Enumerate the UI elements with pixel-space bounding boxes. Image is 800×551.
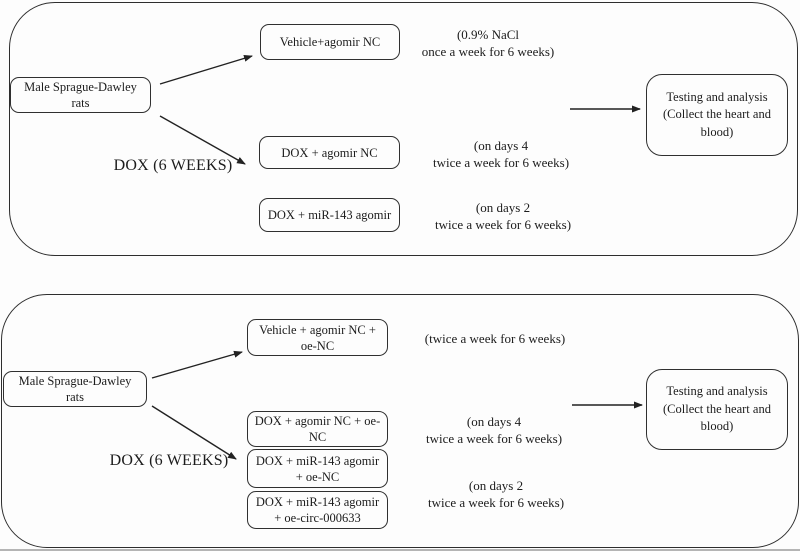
arrow-rats-to-vehicle-group-panel2	[151, 350, 243, 379]
box-source-rats-2: Male Sprague-Dawley rats	[3, 371, 147, 407]
box-label-line: DOX + miR-143 agomir	[255, 495, 380, 509]
box-label-line: Testing and analysis	[666, 89, 768, 104]
box-label-line: (Collect the heart and	[663, 401, 771, 416]
box-dox-mir143-agomir-1: DOX + miR-143 agomir	[259, 198, 400, 232]
arrow-rats-to-dox-groups-panel1	[159, 115, 246, 165]
arrow-rats-to-vehicle-group-panel1	[159, 54, 253, 85]
note-dox-agomir-dosing-1: (on days 4 twice a week for 6 weeks)	[412, 137, 590, 171]
box-label-line: DOX + agomir NC + oe-	[254, 414, 381, 428]
box-label-line: Male Sprague-Dawley	[24, 80, 137, 94]
box-label-line: oe-NC	[300, 338, 335, 353]
dox-duration-label-2: DOX (6 WEEKS)	[109, 452, 229, 469]
note-line: (on days 4	[473, 138, 529, 153]
box-label-line: NC	[308, 430, 327, 444]
note-line: (twice a week for 6 weeks)	[424, 331, 566, 346]
box-dox-mir143-oe-nc-2: DOX + miR-143 agomir + oe-NC	[247, 449, 388, 488]
note-line: once a week for 6 weeks)	[421, 44, 555, 59]
box-testing-analysis-1: Testing and analysis (Collect the heart …	[646, 74, 788, 156]
note-line: (on days 4	[466, 414, 522, 429]
box-label-line: + oe-NC	[295, 469, 340, 484]
box-label-line: Vehicle+agomir NC	[279, 35, 381, 49]
box-label-line: Testing and analysis	[666, 384, 768, 399]
box-label-line: rats	[71, 96, 90, 110]
note-line: twice a week for 6 weeks)	[434, 217, 572, 232]
box-source-rats-1: Male Sprague-Dawley rats	[10, 77, 151, 113]
panel-experiment-2	[1, 294, 799, 548]
box-vehicle-agomir-nc-1: Vehicle+agomir NC	[260, 24, 400, 60]
panel-experiment-1	[9, 2, 798, 256]
box-testing-analysis-2: Testing and analysis (Collect the heart …	[646, 369, 788, 450]
box-dox-mir143-oe-circ-000633-2: DOX + miR-143 agomir + oe-circ-000633	[247, 491, 388, 529]
note-dox-mir143-dosing-2: (on days 2 twice a week for 6 weeks)	[407, 477, 585, 511]
box-label-line: blood)	[700, 419, 734, 434]
note-line: twice a week for 6 weeks)	[432, 155, 570, 170]
box-label-line: + oe-circ-000633	[274, 511, 361, 525]
box-label-line: Vehicle + agomir NC +	[259, 322, 376, 337]
dox-duration-label-1: DOX (6 WEEKS)	[113, 157, 233, 174]
box-label-line: DOX + miR-143 agomir	[255, 453, 380, 468]
box-label-line: Male Sprague-Dawley	[18, 374, 132, 388]
arrow-rats-to-dox-groups-panel2	[151, 405, 237, 460]
note-dox-agomir-dosing-2: (on days 4 twice a week for 6 weeks)	[405, 413, 583, 447]
note-vehicle-dosing-1: (0.9% NaCl once a week for 6 weeks)	[400, 26, 576, 60]
figure-bottom-edge	[0, 549, 800, 551]
box-label-line: DOX + agomir NC	[281, 145, 378, 160]
box-dox-agomir-nc-oe-nc-2: DOX + agomir NC + oe- NC	[247, 411, 388, 447]
box-label-line: (Collect the heart and	[663, 107, 771, 122]
note-line: twice a week for 6 weeks)	[427, 495, 565, 510]
note-line: (on days 2	[475, 200, 531, 215]
note-vehicle-dosing-2: (twice a week for 6 weeks)	[402, 330, 588, 347]
note-line: twice a week for 6 weeks)	[425, 431, 563, 446]
note-dox-mir143-dosing-1: (on days 2 twice a week for 6 weeks)	[414, 199, 592, 233]
box-label-line: rats	[65, 390, 85, 404]
note-line: (0.9% NaCl	[456, 27, 520, 42]
box-vehicle-agomir-nc-oe-nc-2: Vehicle + agomir NC + oe-NC	[247, 319, 388, 356]
box-dox-agomir-nc-1: DOX + agomir NC	[259, 136, 400, 169]
note-line: (on days 2	[468, 478, 524, 493]
box-label-line: DOX + miR-143 agomir	[267, 208, 392, 222]
box-label-line: blood)	[700, 124, 734, 139]
